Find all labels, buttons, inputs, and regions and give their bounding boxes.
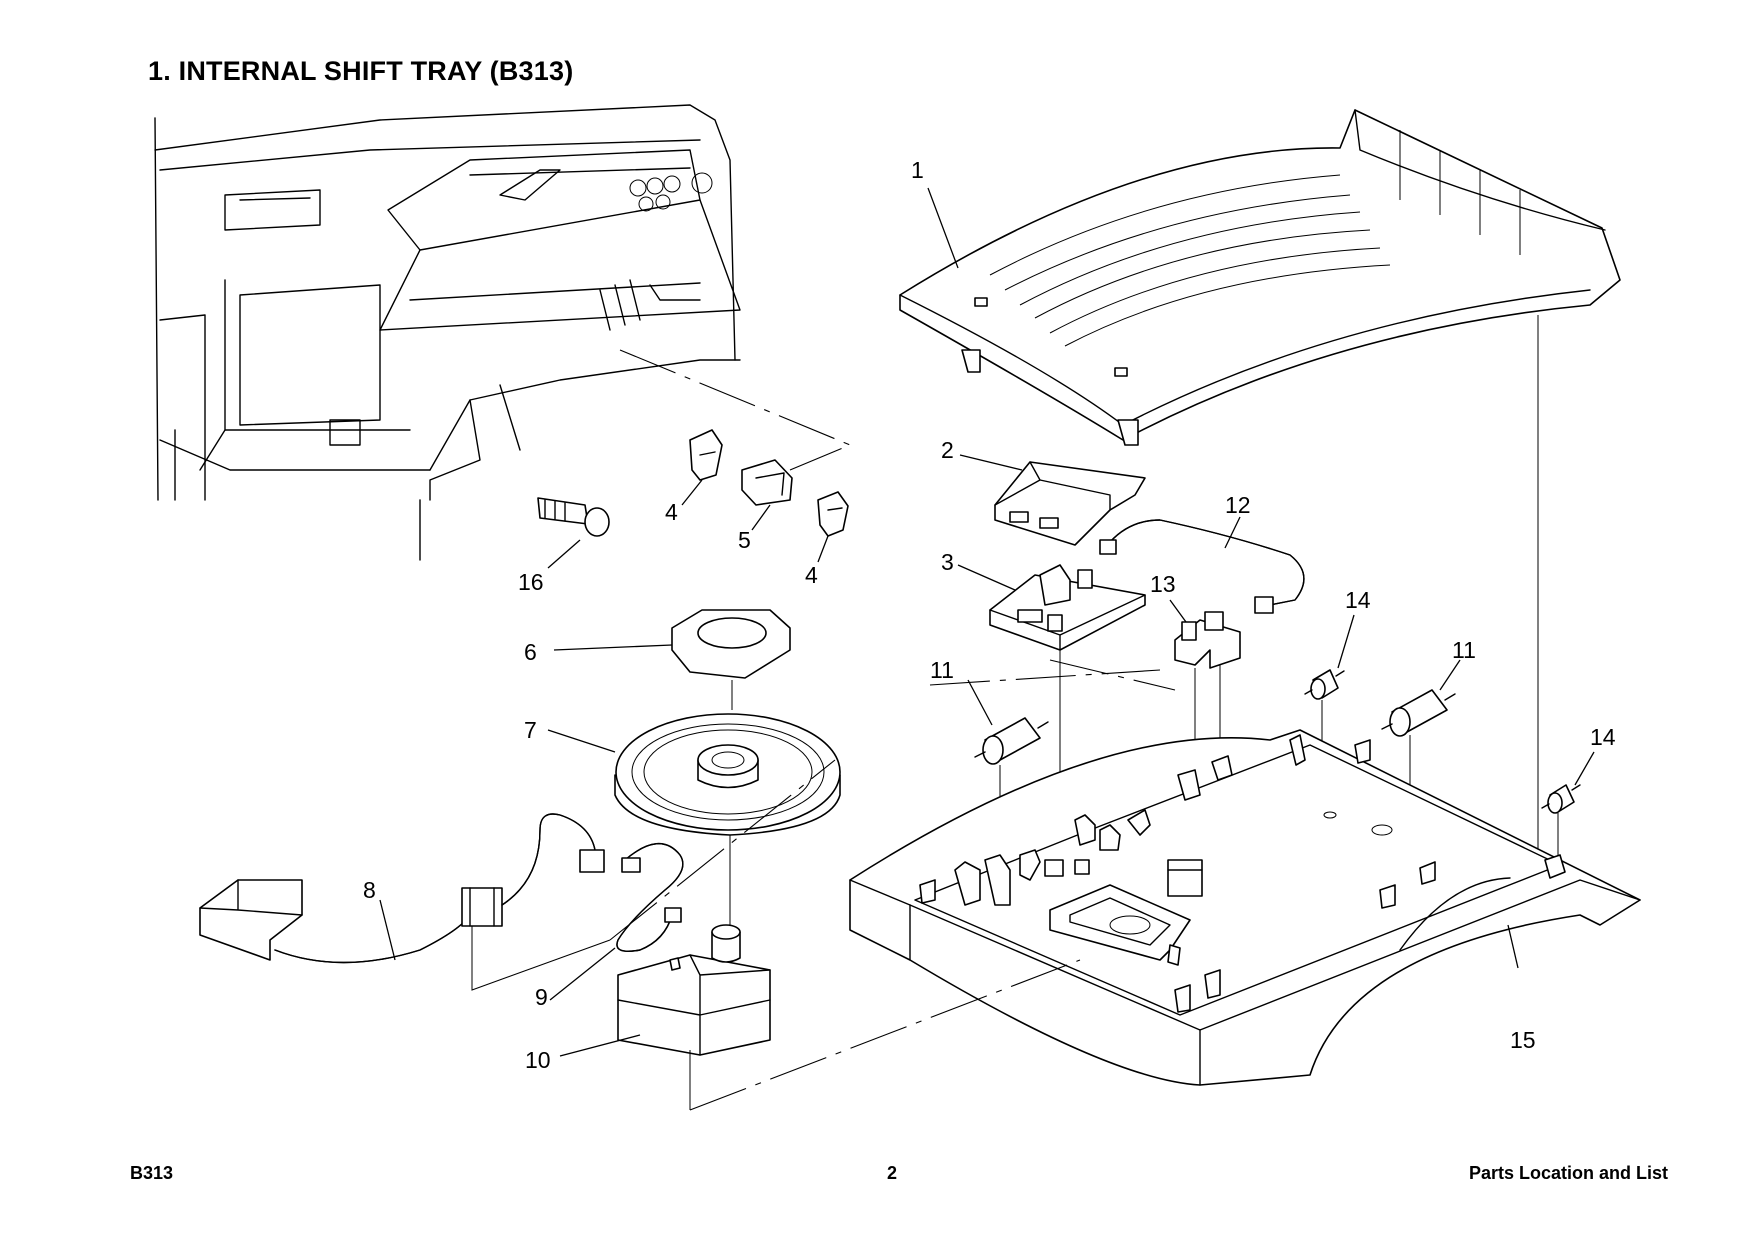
part-1-tray-cover bbox=[899, 109, 1621, 446]
part-10-motor bbox=[559, 924, 771, 1057]
callout-15: 15 bbox=[1510, 1027, 1536, 1053]
part-14-pin-lower bbox=[1541, 751, 1595, 814]
callout-2: 2 bbox=[941, 437, 954, 463]
callout-16: 16 bbox=[518, 569, 544, 595]
callout-3: 3 bbox=[941, 549, 954, 575]
footer-model-code: B313 bbox=[130, 1163, 174, 1183]
part-9-harness bbox=[549, 842, 684, 1001]
callout-14-upper: 14 bbox=[1345, 587, 1371, 613]
callout-5: 5 bbox=[738, 527, 751, 553]
copier-body-illustration bbox=[154, 104, 741, 561]
callout-14-lower: 14 bbox=[1590, 724, 1616, 750]
part-2-bracket bbox=[959, 454, 1146, 546]
page-title: 1. INTERNAL SHIFT TRAY (B313) bbox=[148, 56, 574, 86]
part-6-bearing-holder bbox=[553, 609, 791, 679]
callout-4-left: 4 bbox=[665, 499, 678, 525]
part-11-roller-left bbox=[967, 679, 1049, 765]
part-15-tray-base bbox=[849, 729, 1641, 1086]
callout-9: 9 bbox=[535, 984, 548, 1010]
callout-13: 13 bbox=[1150, 571, 1176, 597]
part-14-pin-upper bbox=[1304, 614, 1355, 700]
part-8-harness bbox=[199, 813, 605, 964]
part-12-harness bbox=[1099, 516, 1305, 614]
callout-8: 8 bbox=[363, 877, 376, 903]
callout-7: 7 bbox=[524, 717, 537, 743]
footer-page-number: 2 bbox=[887, 1163, 898, 1183]
part-3-pcb bbox=[957, 564, 1146, 651]
callout-12: 12 bbox=[1225, 492, 1251, 518]
callout-10: 10 bbox=[525, 1047, 551, 1073]
part-4-clip-left bbox=[681, 429, 723, 506]
part-16-screw bbox=[537, 497, 610, 569]
part-13-sensor bbox=[1169, 599, 1241, 669]
callout-6: 6 bbox=[524, 639, 537, 665]
part-5-bracket bbox=[741, 459, 793, 531]
part-11-roller-right bbox=[1381, 659, 1461, 737]
callout-11-left: 11 bbox=[930, 657, 954, 683]
part-7-gear bbox=[547, 713, 841, 836]
part-4-clip-right bbox=[817, 491, 849, 563]
footer-section-title: Parts Location and List bbox=[1468, 1163, 1668, 1183]
callout-labels: 1 2 3 4 5 4 6 7 8 9 10 11 11 12 13 14 14… bbox=[363, 157, 1616, 1073]
callout-1: 1 bbox=[911, 157, 924, 183]
callout-11-right: 11 bbox=[1452, 637, 1476, 663]
callout-4-right: 4 bbox=[805, 562, 818, 588]
